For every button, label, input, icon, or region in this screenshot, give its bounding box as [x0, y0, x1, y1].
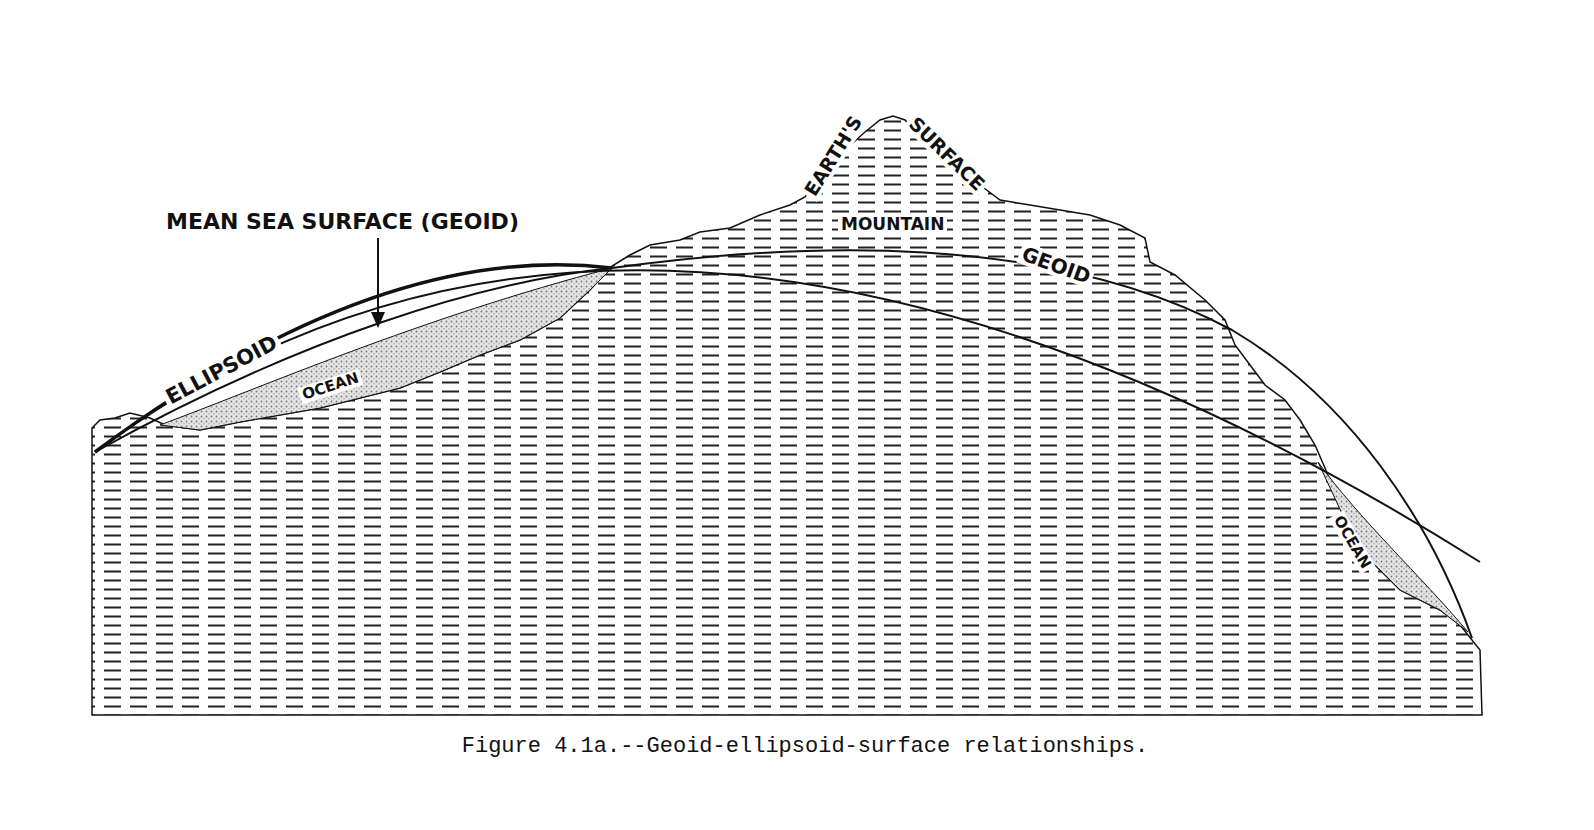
mountain-label: MOUNTAIN: [838, 215, 947, 234]
figure-caption: Figure 4.1a.--Geoid-ellipsoid-surface re…: [462, 734, 1149, 759]
callout-label: MEAN SEA SURFACE (GEOID): [163, 210, 522, 234]
